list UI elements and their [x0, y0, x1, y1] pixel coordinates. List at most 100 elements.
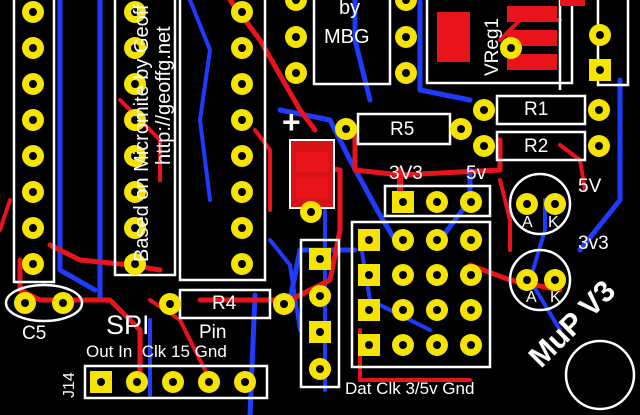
silk-vreg: VReg1: [482, 17, 503, 76]
silk-r2: R2: [524, 136, 549, 157]
silk-r4: R4: [212, 293, 237, 314]
silk-k-3v3: K: [550, 289, 561, 306]
socket-pin-hole: [402, 33, 410, 41]
ic-outline-chip-right: [178, 0, 267, 282]
led-5v-pad-hole: [523, 200, 531, 208]
socket-pin-hole: [402, 69, 410, 77]
ic-left-pin-hole: [29, 188, 37, 196]
silk-k-5v: K: [548, 214, 559, 231]
ic-left-pin-hole: [29, 116, 37, 124]
led-3v3-outline: [508, 248, 572, 312]
silk-pin: Pin: [199, 322, 227, 343]
r1-outline: [495, 94, 587, 126]
r2-pad-hole: [595, 142, 603, 150]
j14-pin-hole: [241, 378, 249, 386]
silk-c5: C5: [22, 323, 47, 344]
c5-pad-hole: [59, 299, 67, 307]
header-matrix-pin-hole: [433, 236, 441, 244]
vreg-outline: [425, 0, 574, 85]
chip-right-pin-hole: [238, 224, 246, 232]
header-matrix-outline: [350, 220, 492, 369]
chip-left-pin-hole: [131, 188, 139, 196]
bottom-header-pin-hole: [316, 292, 324, 300]
ic-left-pin-hole: [29, 44, 37, 52]
bottom-header-pin-hole: [316, 328, 324, 336]
chip-left-pin-hole: [131, 152, 139, 160]
header-matrix-pin-hole: [365, 271, 373, 279]
header-matrix-pin-hole: [467, 236, 475, 244]
silk-plus: +: [282, 104, 301, 140]
header-pin-hole: [467, 198, 475, 206]
chip-right-pin-hole: [238, 8, 246, 16]
silk-bottom-header: Dat Clk 3/5v Gnd: [345, 379, 475, 398]
j14-pin-hole: [169, 378, 177, 386]
header-3v3-5v-outline: [383, 184, 492, 218]
chip-right-pin-hole: [238, 188, 246, 196]
r5-pad-hole: [457, 125, 465, 133]
ic-left-pin-hole: [29, 80, 37, 88]
bottom-header-pin-hole: [316, 255, 324, 263]
header-matrix-pin-hole: [365, 236, 373, 244]
socket-pin-hole: [292, 0, 300, 4]
r1-pad-hole: [595, 106, 603, 114]
header-matrix-pin-hole: [399, 271, 407, 279]
ic-outline-left: [12, 0, 56, 284]
silk-r5: R5: [390, 119, 415, 140]
r5-pad-hole: [342, 125, 350, 133]
silk-by: by: [339, 0, 361, 19]
chip-left-pin-hole: [131, 116, 139, 124]
chip-right-pin-hole: [238, 80, 246, 88]
chip-left-pin-hole: [131, 80, 139, 88]
vreg-header-pin-hole: [596, 66, 604, 74]
chip-right-pin-hole: [238, 44, 246, 52]
socket-pin-hole: [292, 69, 300, 77]
header-pin-hole: [399, 198, 407, 206]
c5-outline: [4, 283, 84, 323]
through-hole-pads: [14, 0, 611, 393]
header-matrix-pin-hole: [467, 271, 475, 279]
silk-r1: R1: [524, 99, 549, 120]
silk-3v3-right: 3v3: [578, 233, 609, 254]
silk-mbg: MBG: [324, 26, 370, 48]
header-matrix-pin-hole: [399, 341, 407, 349]
chip-left-pin-hole: [131, 44, 139, 52]
chip-right-pin-hole: [238, 152, 246, 160]
silk-spi-pins: Out In Clk 15 Gnd: [86, 342, 227, 361]
ic-outline-chip: [113, 0, 177, 277]
j14-pin-hole: [133, 378, 141, 386]
led-5v-pad-hole: [551, 200, 559, 208]
led-3v3-pad-hole: [551, 276, 559, 284]
bottom-header-pin-hole: [316, 365, 324, 373]
ic-left-pin-hole: [29, 8, 37, 16]
r4-pad-hole: [166, 300, 174, 308]
mounting-hole: [564, 339, 636, 411]
socket-top-center: [312, 0, 392, 86]
header-matrix-pin-hole: [433, 306, 441, 314]
j14-pin-hole: [205, 378, 213, 386]
silkscreen-outlines: [4, 0, 630, 400]
j14-pin-hole: [97, 378, 105, 386]
socket-pin-hole: [292, 33, 300, 41]
ic-left-pin-hole: [29, 260, 37, 268]
ic-left-pin-hole: [29, 152, 37, 160]
smd-pads: [289, 0, 585, 209]
r2-pad-hole: [480, 142, 488, 150]
header-pin-hole: [433, 198, 441, 206]
socket-pin: [285, 0, 307, 11]
silk-j14: J14: [61, 372, 78, 398]
chip-left-pin-hole: [131, 260, 139, 268]
silk-chip-text-2: http://geoffg.net: [153, 26, 175, 165]
header-matrix-pin-hole: [433, 271, 441, 279]
led-5v-outline: [508, 172, 572, 236]
silk-spi: SPI: [106, 310, 150, 340]
silk-5v-right: 5V: [578, 176, 602, 197]
cap-pad-hole: [307, 208, 315, 216]
r2-outline: [495, 130, 587, 162]
chip-right-pin-hole: [238, 260, 246, 268]
j14-outline: [83, 364, 269, 400]
header-matrix-pin-hole: [399, 236, 407, 244]
header-matrix-pin-hole: [467, 306, 475, 314]
header-left-outline: [299, 238, 341, 389]
header-matrix-pin-hole: [467, 341, 475, 349]
